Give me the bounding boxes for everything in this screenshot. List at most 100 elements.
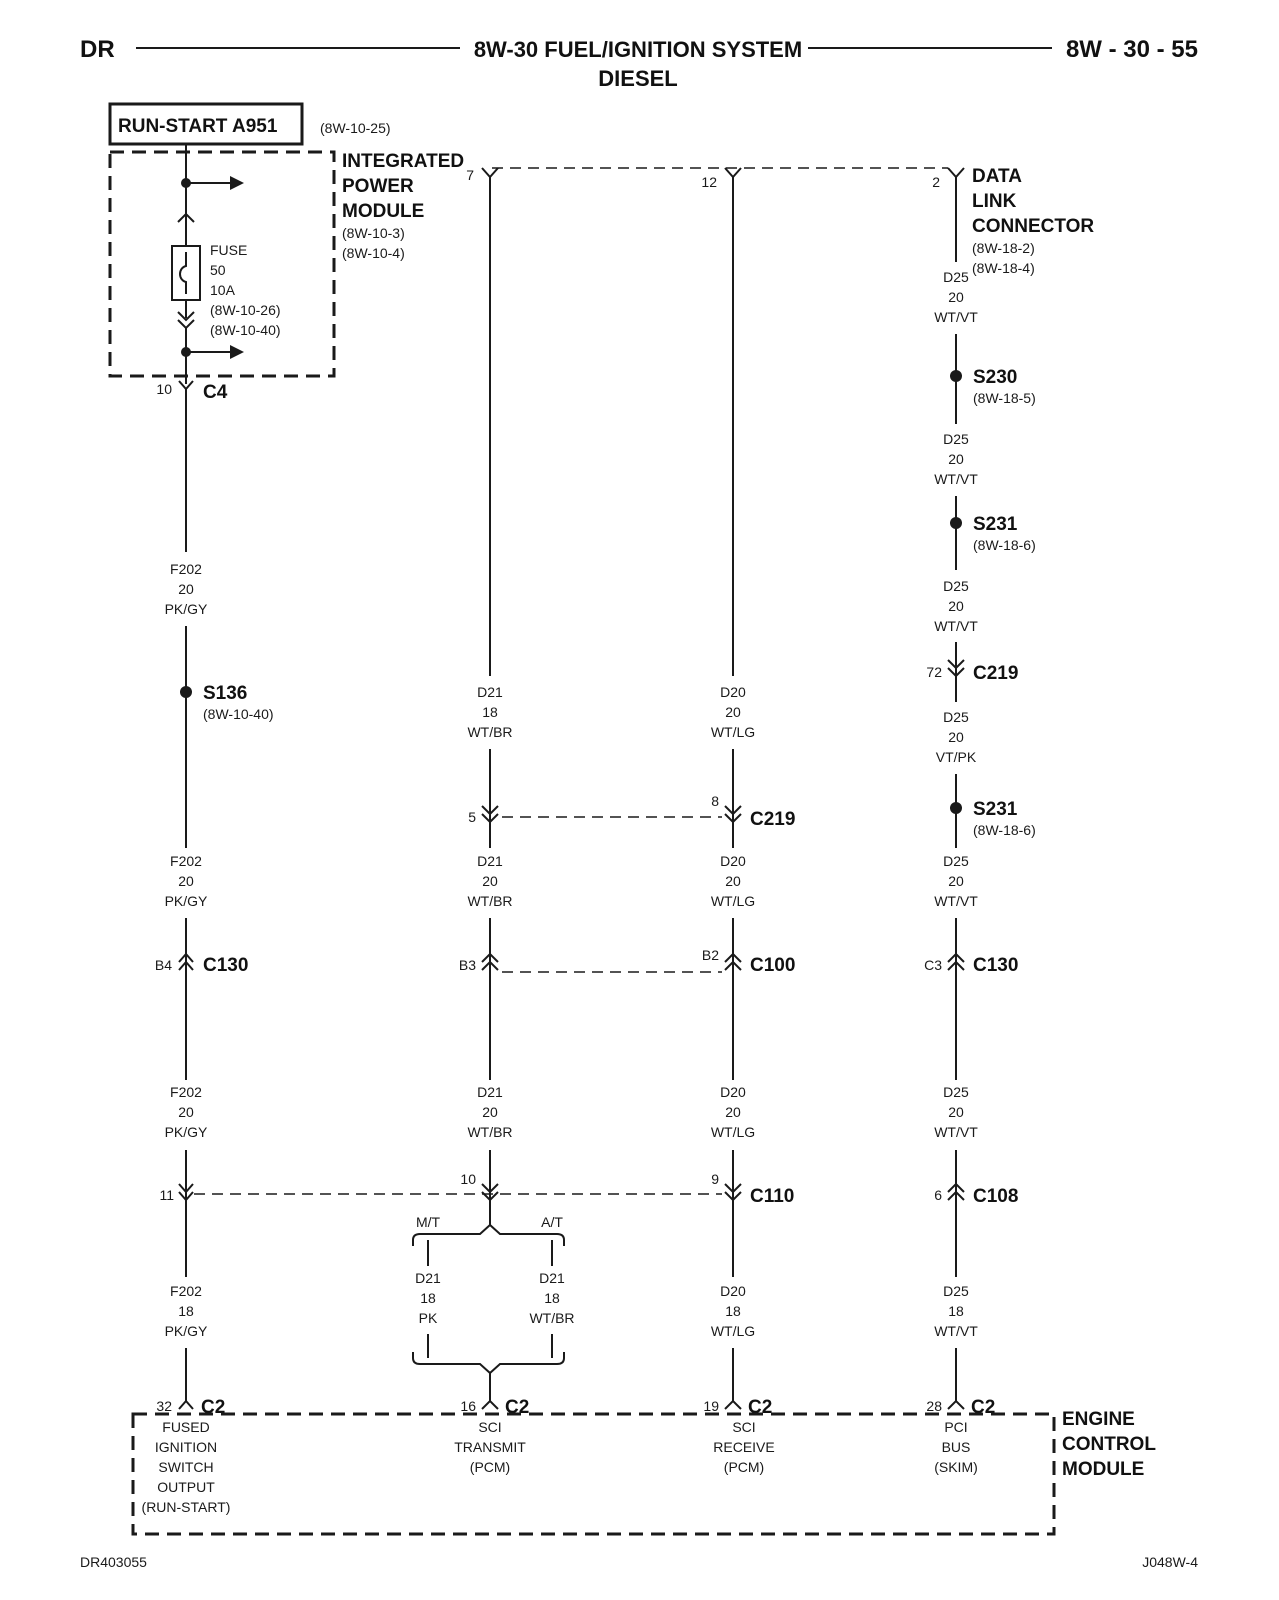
splice-name: S231 (973, 514, 1018, 535)
ipm-name-3: MODULE (342, 201, 424, 222)
wire-label: 18 (948, 1303, 964, 1319)
wire-label: D25 (943, 431, 969, 447)
option-bracket-top (412, 1223, 565, 1246)
splice-s231 (950, 802, 962, 814)
page-subtitle: DIESEL (598, 66, 677, 91)
c100-pin-right: B2 (702, 947, 719, 963)
fuse-label-2: 50 (210, 262, 226, 278)
footer-left: DR403055 (80, 1554, 147, 1570)
fuse-label-3: 10A (210, 282, 236, 298)
page-number: 8W - 30 - 55 (1066, 36, 1198, 63)
ecm-pin-number: 19 (703, 1398, 719, 1414)
wire-label: D25 (943, 578, 969, 594)
ecm-pin-desc: BUS (942, 1439, 971, 1455)
wire-label: 20 (725, 873, 741, 889)
c130-left-name: C130 (203, 955, 248, 976)
ecm-pin-desc: PCI (944, 1419, 967, 1435)
wire-label: 20 (948, 729, 964, 745)
option-mt-label: M/T (416, 1214, 441, 1230)
wire-label: F202 (170, 853, 202, 869)
dlc-ref-1: (8W-18-2) (972, 240, 1035, 256)
ecm-pin-desc: (PCM) (470, 1459, 510, 1475)
wire-label: WT/VT (934, 1124, 978, 1140)
c108-name: C108 (973, 1186, 1018, 1207)
wire-label: WT/VT (934, 471, 978, 487)
connector-male-icon (947, 952, 965, 971)
wire-label: 20 (482, 1104, 498, 1120)
dlc-pin-7: 7 (466, 167, 474, 183)
wire-label: 20 (725, 1104, 741, 1120)
c4-pin: 10 (156, 381, 172, 397)
connector-male-icon (947, 1399, 965, 1410)
splice-ref: (8W-18-6) (973, 822, 1036, 838)
c110-pin-mid: 10 (460, 1171, 476, 1187)
wire-label: WT/BR (467, 724, 512, 740)
arrow-right-icon (230, 176, 244, 190)
wire-label: WT/BR (529, 1310, 574, 1326)
wire-label: F202 (170, 561, 202, 577)
ecm-name-2: CONTROL (1062, 1434, 1156, 1455)
ecm-pin-desc: OUTPUT (157, 1479, 215, 1495)
power-source-label: RUN-START A951 (118, 116, 278, 137)
fuse-label-5: (8W-10-40) (210, 322, 281, 338)
power-source-box (108, 102, 304, 146)
connector-female-icon (947, 167, 965, 179)
ecm-name-3: MODULE (1062, 1459, 1144, 1480)
wire-label: D25 (943, 269, 969, 285)
c108-pin: 6 (934, 1187, 942, 1203)
c110-name: C110 (750, 1186, 794, 1207)
wire-label: D20 (720, 684, 746, 700)
header-left: DR (80, 36, 115, 63)
c110-pin-left: 11 (159, 1187, 174, 1203)
wire-label: WT/LG (711, 893, 755, 909)
wire-label: D21 (477, 1084, 503, 1100)
wire-label: PK/GY (165, 601, 208, 617)
connector-female-icon (178, 1183, 194, 1202)
splice-s230 (950, 370, 962, 382)
wire-label: PK/GY (165, 1323, 208, 1339)
ipm-name-1: INTEGRATED (342, 151, 464, 172)
c100-name: C100 (750, 955, 795, 976)
ecm-pin-number: 16 (460, 1398, 476, 1414)
c100-pin-left: B3 (459, 957, 476, 973)
connector-male-icon (724, 1399, 742, 1410)
ecm-name-1: ENGINE (1062, 1409, 1135, 1430)
ipm-ref-1: (8W-10-3) (342, 225, 405, 241)
c130-right-pin: C3 (924, 957, 942, 973)
wire-label: WT/BR (467, 893, 512, 909)
page-title: 8W-30 FUEL/IGNITION SYSTEM (474, 37, 802, 62)
dlc-pin-12: 12 (701, 174, 717, 190)
splice-ref: (8W-18-5) (973, 390, 1036, 406)
wire-label: 20 (178, 581, 194, 597)
connector-male-icon (178, 952, 194, 971)
dlc-pin-2: 2 (932, 174, 940, 190)
ecm-pin-desc: TRANSMIT (454, 1439, 526, 1455)
ecm-pin-desc: RECEIVE (713, 1439, 774, 1455)
wire-label: D21 (415, 1270, 441, 1286)
c130-right-name: C130 (973, 955, 1018, 976)
wire-label: D20 (720, 1283, 746, 1299)
integrated-power-module-box (108, 150, 336, 378)
connector-female-icon (481, 805, 499, 824)
splice-s231 (950, 517, 962, 529)
ipm-ref-2: (8W-10-4) (342, 245, 405, 261)
wire-label: 20 (948, 1104, 964, 1120)
ipm-name-2: POWER (342, 176, 414, 197)
connector-female-icon (947, 659, 965, 678)
wire-label: 20 (948, 451, 964, 467)
ecm-pin-desc: SWITCH (158, 1459, 213, 1475)
wire-label: D21 (539, 1270, 565, 1286)
connector-female-icon (724, 167, 742, 179)
connector-female-icon (724, 805, 742, 824)
fuse-label-4: (8W-10-26) (210, 302, 281, 318)
connector-male-icon (947, 1182, 965, 1201)
wire-label: D25 (943, 853, 969, 869)
arrow-right-icon (230, 345, 244, 359)
wire-label: D25 (943, 709, 969, 725)
wire-label: 20 (482, 873, 498, 889)
connector-male-icon (724, 952, 742, 971)
ecm-pin-desc: (RUN-START) (142, 1499, 231, 1515)
splice-ref: (8W-18-6) (973, 537, 1036, 553)
wire-label: D20 (720, 853, 746, 869)
